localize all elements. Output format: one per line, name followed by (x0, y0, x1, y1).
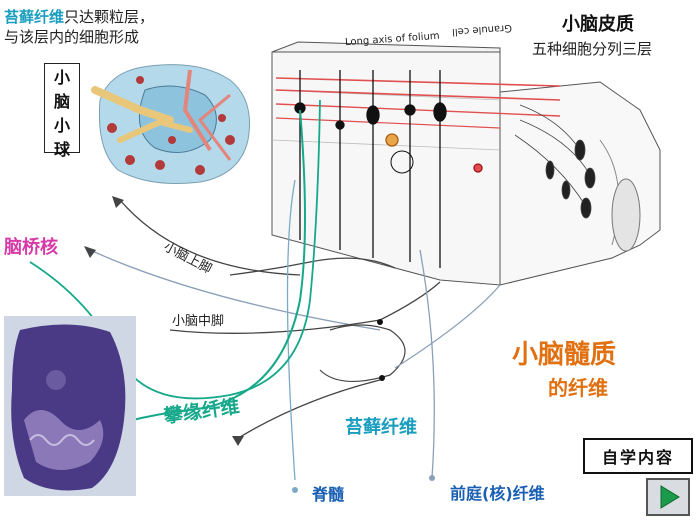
medulla-subtitle: 的纤维 (548, 376, 608, 400)
glomerulus-char: 小 (53, 68, 70, 87)
mossy-fiber-highlight: 苔藓纤维 (4, 8, 65, 26)
pontine-nucleus-label: 脑桥核 (4, 237, 58, 258)
glomerulus-label-box: 小 脑 小 球 (44, 63, 80, 159)
glomerulus-char: 球 (53, 140, 70, 159)
fiber-tracts (89, 179, 501, 493)
cortex-subtitle: 五种细胞分列三层 (532, 40, 653, 58)
next-slide-button[interactable] (646, 478, 690, 516)
arrows (84, 196, 244, 446)
histology-image (4, 316, 136, 496)
cortex-block (271, 41, 661, 286)
medulla-title: 小脑髓质 (512, 340, 617, 370)
glomerulus-char: 脑 (53, 92, 70, 111)
glomerulus-char: 小 (53, 116, 70, 135)
vestibular-fiber-label: 前庭(核)纤维 (450, 484, 545, 503)
self-study-badge: 自学内容 (583, 438, 693, 474)
middle-peduncle-label: 小脑中脚 (172, 314, 225, 329)
cortex-title: 小脑皮质 (562, 14, 634, 35)
glomerulus-illustration (88, 56, 260, 190)
purkinje-cells (294, 70, 483, 268)
parallel-fibers (275, 77, 561, 129)
play-arrow-icon (660, 485, 680, 509)
mossy-fiber-caption: 苔藓纤维只达颗粒层， (4, 6, 154, 27)
folium-cells (514, 104, 596, 219)
mossy-fiber-label: 苔藓纤维 (345, 417, 417, 438)
mossy-fiber-caption-rest: 只达颗粒层， (64, 8, 155, 26)
mossy-fiber-caption-line2: 与该层内的细胞形成 (4, 28, 140, 46)
spinal-cord-label: 脊髓 (312, 485, 345, 504)
